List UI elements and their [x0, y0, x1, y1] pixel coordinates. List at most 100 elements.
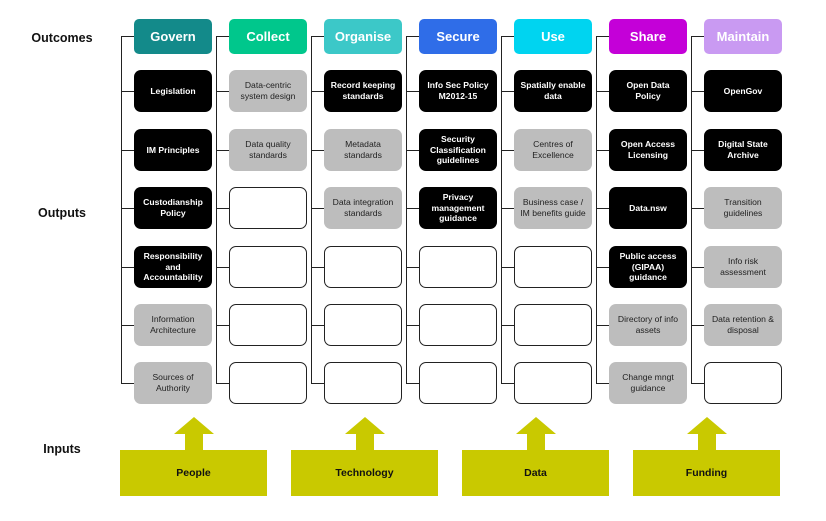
output-cell: Record keeping standards — [324, 70, 402, 112]
connector-line — [691, 36, 692, 383]
output-cell: Data retention & disposal — [704, 304, 782, 346]
connector-tick — [406, 36, 419, 37]
outcome-header-5: Share — [609, 19, 687, 54]
connector-tick — [311, 267, 324, 268]
output-cell: Data quality standards — [229, 129, 307, 171]
row-label-outcomes: Outcomes — [31, 31, 93, 45]
output-cell: OpenGov — [704, 70, 782, 112]
outcome-header-2: Organise — [324, 19, 402, 54]
connector-tick — [501, 91, 514, 92]
output-cell — [704, 362, 782, 404]
connector-tick — [216, 150, 229, 151]
up-arrow-icon — [686, 417, 727, 451]
input-box: Data — [462, 450, 609, 496]
output-cell: Info Sec Policy M2012-15 — [419, 70, 497, 112]
connector-tick — [121, 267, 134, 268]
output-cell: Data.nsw — [609, 187, 687, 229]
connector-line — [311, 36, 312, 383]
connector-tick — [501, 267, 514, 268]
connector-line — [216, 36, 217, 383]
connector-line — [501, 36, 502, 383]
output-cell — [324, 362, 402, 404]
outcome-header-0: Govern — [134, 19, 212, 54]
output-cell: Directory of info assets — [609, 304, 687, 346]
connector-tick — [406, 91, 419, 92]
output-cell: Metadata standards — [324, 129, 402, 171]
up-arrow-icon — [173, 417, 214, 451]
connector-tick — [311, 91, 324, 92]
output-cell — [229, 187, 307, 229]
connector-line — [596, 36, 597, 383]
output-cell — [419, 362, 497, 404]
connector-tick — [406, 150, 419, 151]
output-cell: Custodianship Policy — [134, 187, 212, 229]
connector-tick — [501, 383, 514, 384]
connector-tick — [501, 208, 514, 209]
connector-tick — [216, 36, 229, 37]
output-cell: Sources of Authority — [134, 362, 212, 404]
connector-tick — [691, 91, 704, 92]
connector-tick — [501, 150, 514, 151]
connector-tick — [121, 325, 134, 326]
output-cell: Business case / IM benefits guide — [514, 187, 592, 229]
input-box: Funding — [633, 450, 780, 496]
connector-tick — [216, 325, 229, 326]
connector-tick — [121, 383, 134, 384]
output-cell: Digital State Archive — [704, 129, 782, 171]
connector-tick — [121, 208, 134, 209]
output-cell — [514, 304, 592, 346]
output-cell: Spatially enable data — [514, 70, 592, 112]
output-cell — [229, 246, 307, 288]
connector-tick — [691, 267, 704, 268]
connector-tick — [121, 36, 134, 37]
output-cell: Data integration standards — [324, 187, 402, 229]
output-cell — [229, 362, 307, 404]
connector-tick — [406, 383, 419, 384]
connector-tick — [406, 267, 419, 268]
output-cell: Information Architecture — [134, 304, 212, 346]
output-cell — [324, 246, 402, 288]
outcome-header-6: Maintain — [704, 19, 782, 54]
output-cell: Info risk assessment — [704, 246, 782, 288]
output-cell: Security Classification guidelines — [419, 129, 497, 171]
connector-tick — [311, 150, 324, 151]
connector-tick — [216, 267, 229, 268]
connector-tick — [596, 383, 609, 384]
connector-tick — [216, 91, 229, 92]
connector-tick — [596, 150, 609, 151]
outcome-header-3: Secure — [419, 19, 497, 54]
output-cell — [514, 246, 592, 288]
connector-tick — [691, 208, 704, 209]
connector-tick — [311, 208, 324, 209]
output-cell: Data-centric system design — [229, 70, 307, 112]
connector-tick — [501, 325, 514, 326]
outcome-header-1: Collect — [229, 19, 307, 54]
connector-tick — [596, 36, 609, 37]
connector-tick — [691, 383, 704, 384]
up-arrow-icon — [344, 417, 385, 451]
connector-tick — [311, 383, 324, 384]
connector-tick — [596, 208, 609, 209]
connector-tick — [691, 325, 704, 326]
input-box: People — [120, 450, 267, 496]
row-label-inputs: Inputs — [43, 442, 81, 456]
connector-tick — [406, 208, 419, 209]
up-arrow-icon — [515, 417, 556, 451]
connector-tick — [691, 36, 704, 37]
connector-tick — [501, 36, 514, 37]
connector-tick — [121, 150, 134, 151]
output-cell — [419, 246, 497, 288]
connector-tick — [216, 208, 229, 209]
output-cell — [324, 304, 402, 346]
connector-tick — [596, 325, 609, 326]
output-cell: Public access (GIPAA) guidance — [609, 246, 687, 288]
output-cell: Legislation — [134, 70, 212, 112]
row-label-outputs: Outputs — [38, 206, 86, 220]
output-cell: Open Data Policy — [609, 70, 687, 112]
connector-tick — [311, 325, 324, 326]
connector-tick — [406, 325, 419, 326]
output-cell: Privacy management guidance — [419, 187, 497, 229]
output-cell: Change mngt guidance — [609, 362, 687, 404]
output-cell — [514, 362, 592, 404]
output-cell — [229, 304, 307, 346]
